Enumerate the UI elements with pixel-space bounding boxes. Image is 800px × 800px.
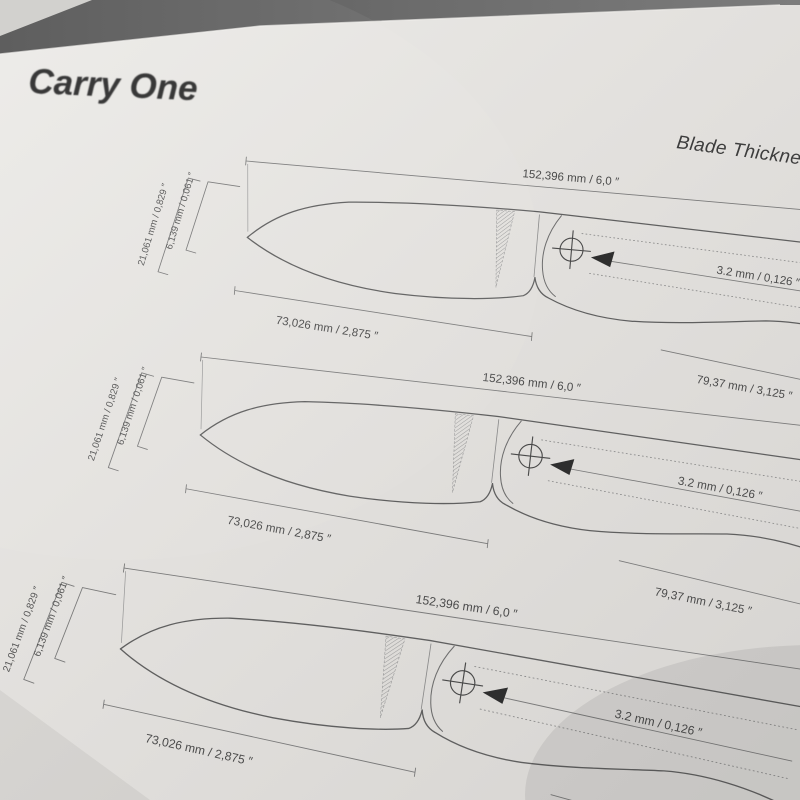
- corner-paper: [0, 0, 92, 36]
- light-sheen: [0, 0, 540, 560]
- page-title: Carry One: [28, 62, 199, 108]
- paper-edge-highlight: [0, 4, 781, 55]
- paper-sheet: [0, 5, 800, 800]
- corner-shadow: [525, 645, 800, 800]
- paper-crease-shadow: [0, 690, 150, 800]
